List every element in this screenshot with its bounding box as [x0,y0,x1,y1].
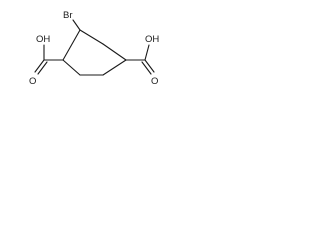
left-hydroxyl-label: OH [36,34,50,45]
molecule-structure: Br OH O OH O [29,10,159,87]
bond-c1-c2 [79,29,104,45]
right-hydroxyl-label: OH [145,34,159,45]
right-carbonyl-oxygen-label: O [151,76,158,87]
bond-right-c-oh [144,44,150,61]
left-carbonyl-oxygen-label: O [29,76,36,87]
bond-c2-c3 [102,43,127,61]
bond-left-c-o-double-b [37,61,48,75]
bond-c3-c4 [102,59,127,76]
cyclohexane-ring [62,29,127,76]
bond-left-c-o-double-a [34,59,45,73]
right-carboxyl-group: OH O [125,34,159,87]
left-carboxyl-group: OH O [29,34,64,87]
bond-c1-br [72,19,81,31]
bond-right-c-o-double-a [144,59,155,73]
bond-c6-c1 [62,29,81,61]
bond-right-c-o-double-b [141,61,152,75]
bromine-label: Br [63,10,73,21]
bond-c5-c6 [62,59,81,76]
